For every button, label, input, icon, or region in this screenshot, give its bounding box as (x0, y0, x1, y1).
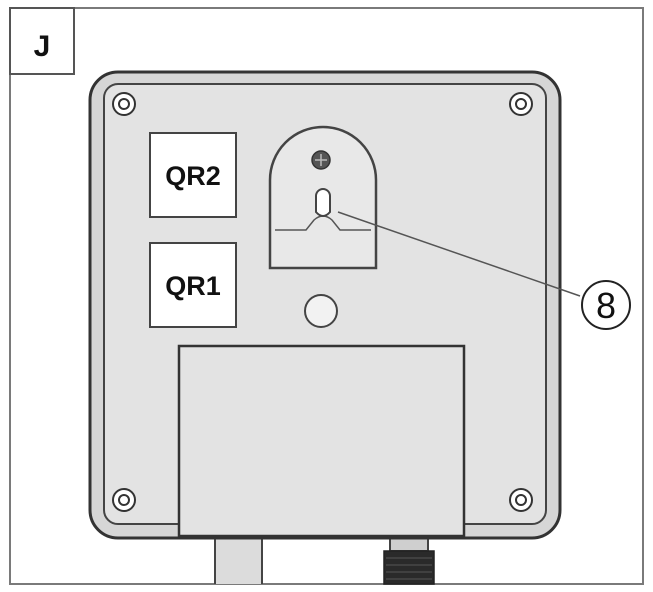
round-hole (304, 294, 338, 328)
callout-marker (581, 280, 631, 330)
screw-bottom-left (112, 488, 136, 512)
keyhole-screw (311, 150, 331, 170)
screw-bottom-right (509, 488, 533, 512)
qr1-label: QR1 (165, 271, 221, 301)
cable-left (214, 535, 263, 584)
panel-label-box (9, 7, 75, 75)
wall-mount-keyhole (268, 125, 378, 270)
screw-top-left (112, 92, 136, 116)
qr1-label-box (149, 242, 237, 328)
screw-top-right (509, 92, 533, 116)
bottom-compartment (177, 344, 466, 538)
panel-label: J (34, 30, 51, 63)
cable-connector-right (383, 532, 435, 585)
callout-leader (337, 211, 581, 297)
qr2-label-box (149, 132, 237, 218)
qr2-label: QR2 (165, 161, 221, 191)
callout-number: 8 (596, 285, 616, 326)
